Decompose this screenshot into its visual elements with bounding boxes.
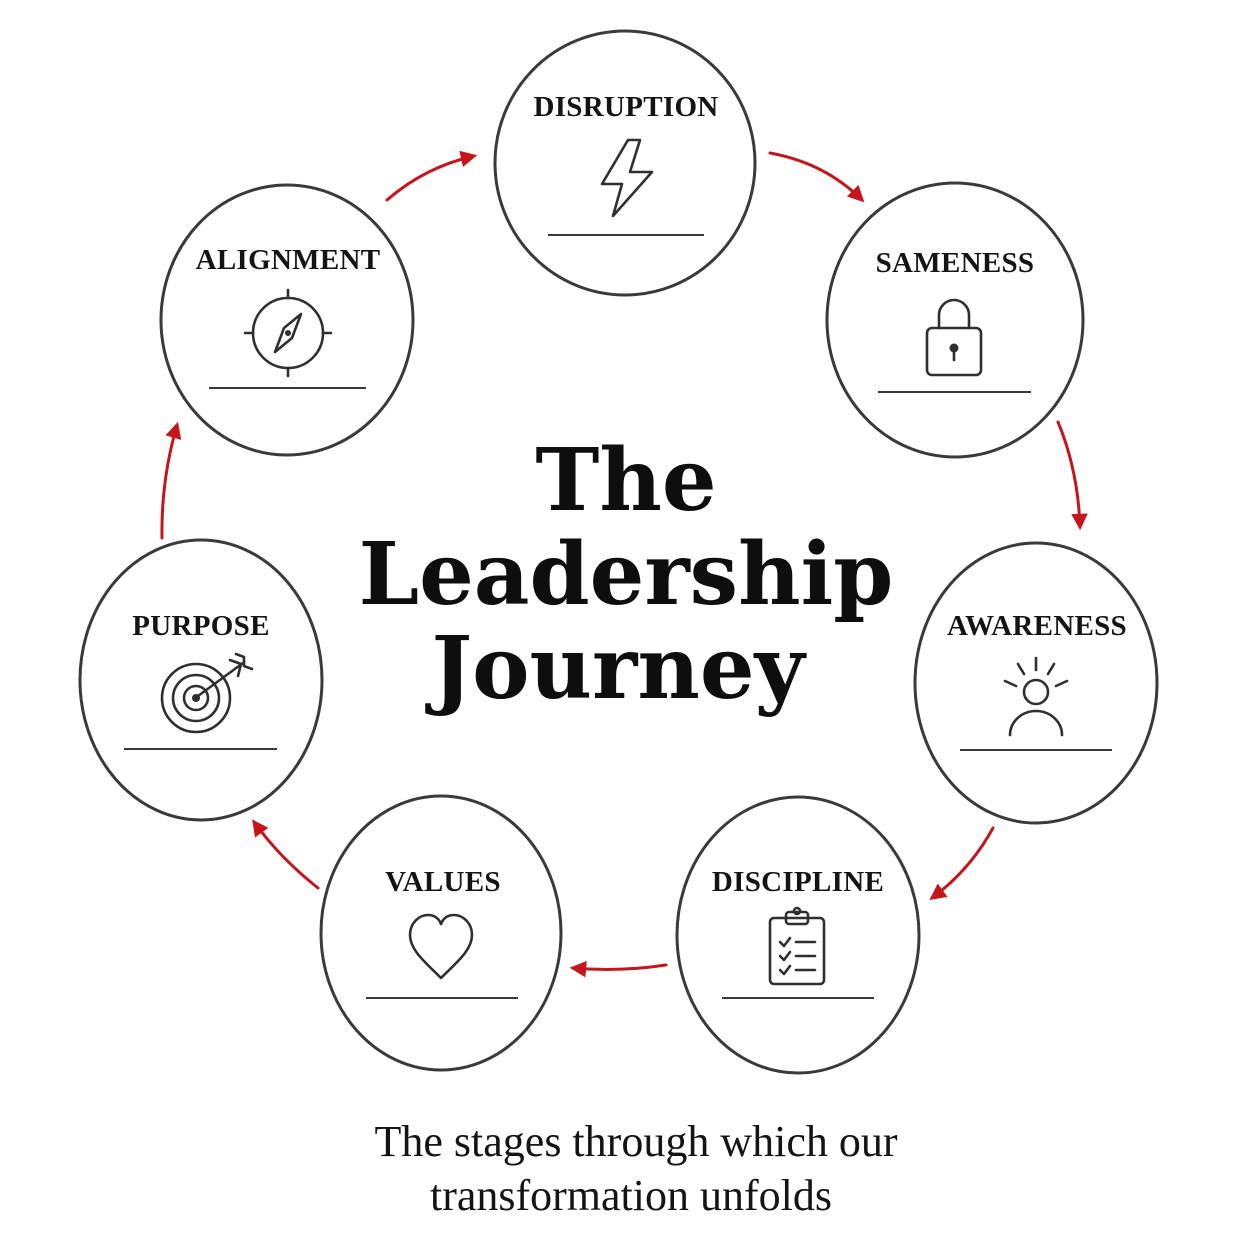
stage-purpose: PURPOSE [78, 538, 324, 822]
compass-icon [243, 288, 333, 378]
stage-circle [825, 181, 1085, 459]
cycle-arrows [160, 150, 1088, 978]
heart-icon [408, 913, 474, 980]
stage-label: AWARENESS [947, 610, 1127, 642]
stage-discipline: DISCIPLINE [675, 795, 921, 1075]
stage-values: VALUES [319, 794, 563, 1072]
subtitle: The stages through which our transformat… [375, 1117, 898, 1220]
arrow-alignment-to-disruption [385, 150, 478, 202]
stage-sameness: SAMENESS [825, 181, 1085, 459]
title-line-1: The [535, 430, 716, 531]
title-line-3: Journey [424, 618, 807, 719]
stage-circle [78, 538, 324, 822]
subtitle-line-2: transformation unfolds [430, 1171, 832, 1220]
stage-label: PURPOSE [132, 610, 269, 642]
arrow-purpose-to-alignment [160, 421, 182, 540]
stage-label: DISCIPLINE [712, 866, 884, 898]
stage-awareness: AWARENESS [913, 541, 1159, 825]
stage-disruption: DISRUPTION [493, 29, 757, 297]
stage-label: ALIGNMENT [196, 244, 381, 276]
stage-circle [913, 541, 1159, 825]
stage-alignment: ALIGNMENT [159, 183, 415, 457]
lightning-bolt-icon [600, 138, 654, 218]
subtitle-line-1: The stages through which our [375, 1117, 898, 1166]
arrow-sameness-to-awareness [1056, 420, 1088, 531]
arrow-values-to-purpose [252, 819, 320, 890]
clipboard-checklist-icon [768, 906, 826, 986]
target-arrow-icon [160, 652, 254, 734]
stage-circle [159, 183, 415, 457]
arrow-awareness-to-discipline [929, 826, 995, 900]
arrow-discipline-to-values [569, 960, 668, 978]
person-lightbulb-icon [1003, 656, 1069, 737]
stage-label: SAMENESS [876, 247, 1035, 279]
title-line-2: Leadership [359, 524, 894, 625]
stage-circle [493, 29, 757, 297]
stage-label: VALUES [385, 866, 501, 898]
arrow-disruption-to-sameness [768, 151, 865, 203]
stage-label: DISRUPTION [533, 91, 718, 123]
stage-circle [675, 795, 921, 1075]
center-title: The Leadership Journey [359, 430, 894, 719]
padlock-icon [925, 298, 983, 377]
stage-circle [319, 794, 563, 1072]
